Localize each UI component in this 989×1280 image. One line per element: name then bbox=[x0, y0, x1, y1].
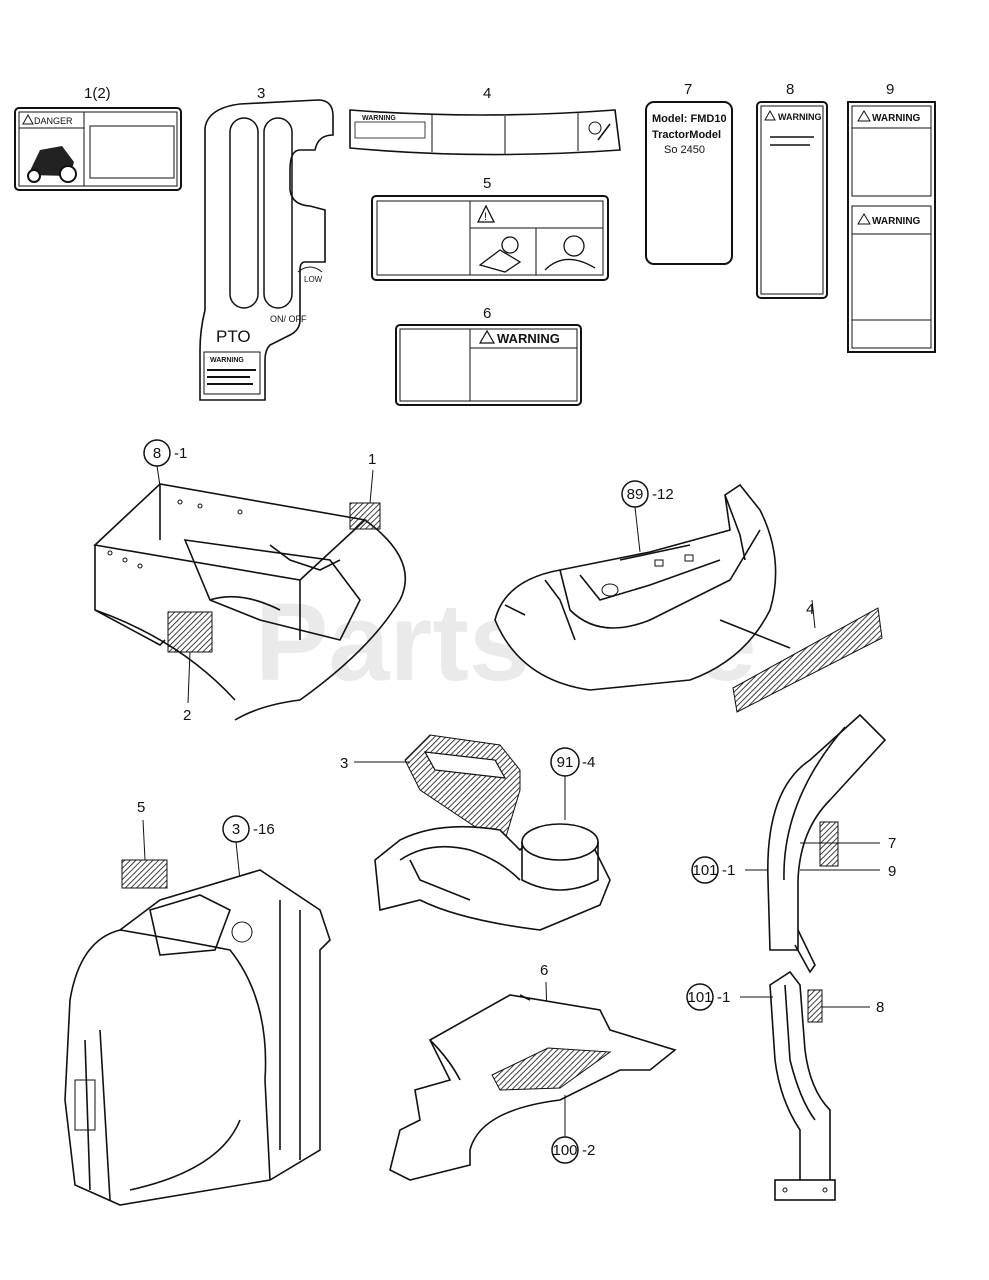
pto-onoff: ON/ OFF bbox=[270, 314, 307, 324]
ref-89: 89 bbox=[627, 486, 644, 503]
rops-decal-8 bbox=[807, 989, 823, 1023]
callout-3: 3 bbox=[257, 85, 265, 102]
pto-warning: WARNING bbox=[210, 357, 244, 364]
hood-assembly[interactable]: 89 -12 4 bbox=[494, 480, 883, 713]
ref-101a: 101 bbox=[692, 862, 717, 879]
ref-89-suffix: -12 bbox=[652, 486, 674, 503]
rops-label-9: 9 bbox=[888, 863, 896, 880]
ref-3-suffix: -16 bbox=[253, 821, 275, 838]
radiator-shroud-assembly[interactable]: 5 3 -16 bbox=[64, 799, 331, 1206]
ref-101b: 101 bbox=[687, 989, 712, 1006]
rops-lower-assembly[interactable]: 8 101 -1 bbox=[686, 970, 884, 1201]
warning-9a-text: WARNING bbox=[872, 113, 921, 124]
frame-label-2: 2 bbox=[183, 707, 191, 724]
pto-low: LOW bbox=[304, 275, 323, 284]
ref-91: 91 bbox=[557, 754, 574, 771]
frame-assembly[interactable]: 8 -1 1 2 bbox=[93, 439, 407, 724]
frame-decal-2 bbox=[167, 611, 213, 653]
decal-7-model-plate[interactable]: 7 Model: FMD10 TractorModel So 2450 bbox=[645, 81, 733, 265]
hood-decal-4 bbox=[732, 607, 883, 713]
warning-4-text: WARNING bbox=[362, 115, 396, 122]
ref-91-suffix: -4 bbox=[582, 754, 595, 771]
callout-5: 5 bbox=[483, 175, 491, 192]
pto-text: PTO bbox=[216, 327, 251, 346]
callout-9: 9 bbox=[886, 81, 894, 98]
callout-6: 6 bbox=[483, 305, 491, 322]
callout-8: 8 bbox=[786, 81, 794, 98]
hand-hazard-icon bbox=[478, 236, 522, 273]
floor-plate-assembly[interactable]: 6 100 -2 bbox=[389, 962, 677, 1181]
warning-6-text: WARNING bbox=[497, 331, 560, 346]
danger-title: DANGER bbox=[34, 116, 73, 126]
model-line-3: So 2450 bbox=[664, 144, 705, 156]
decal-8-warning[interactable]: 8 WARNING bbox=[756, 81, 828, 299]
cover-label-3: 3 bbox=[340, 755, 348, 772]
ref-100-suffix: -2 bbox=[582, 1142, 595, 1159]
ref-101b-suffix: -1 bbox=[717, 989, 730, 1006]
warning-8-text: WARNING bbox=[778, 112, 822, 122]
ref-101a-suffix: -1 bbox=[722, 862, 735, 879]
radiator-label-5: 5 bbox=[137, 799, 145, 816]
rops-label-7: 7 bbox=[888, 835, 896, 852]
ref-100: 100 bbox=[552, 1142, 577, 1159]
ref-8: 8 bbox=[153, 445, 161, 462]
rops-label-8: 8 bbox=[876, 999, 884, 1016]
model-line-1: Model: FMD10 bbox=[652, 113, 727, 125]
exclaim-icon: ! bbox=[484, 211, 487, 223]
decal-1-danger[interactable]: 1(2) DANGER bbox=[14, 85, 182, 191]
frame-label-1: 1 bbox=[368, 451, 376, 468]
hood-label-4: 4 bbox=[806, 601, 814, 618]
warning-9b-text: WARNING bbox=[872, 216, 921, 227]
callout-7: 7 bbox=[684, 81, 692, 98]
radiator-decal-5 bbox=[121, 859, 168, 889]
plate-label-6: 6 bbox=[540, 962, 548, 979]
decal-5-pictogram[interactable]: 5 ! bbox=[371, 175, 609, 281]
cover-decal-3 bbox=[404, 734, 521, 841]
decal-3-pto[interactable]: 3 PTO ON/ OFF LOW WARNING bbox=[199, 85, 334, 401]
tractor-rollover-icon bbox=[27, 146, 77, 183]
person-hazard-icon bbox=[544, 235, 596, 271]
decal-9-warning[interactable]: 9 WARNING WARNING bbox=[847, 81, 936, 353]
plate-decal-6 bbox=[491, 1047, 612, 1091]
decal-6-warning[interactable]: 6 WARNING bbox=[395, 305, 582, 406]
ref-8-suffix: -1 bbox=[174, 445, 187, 462]
rops-upper-assembly[interactable]: 7 9 101 -1 bbox=[691, 713, 896, 974]
callout-1-2: 1(2) bbox=[84, 85, 111, 102]
step-cover-assembly[interactable]: 3 91 -4 bbox=[340, 734, 611, 931]
model-line-2: TractorModel bbox=[652, 129, 721, 141]
rops-decal-7-9 bbox=[819, 821, 839, 867]
decal-4-warning-strip[interactable]: 4 WARNING bbox=[349, 85, 621, 156]
ref-3: 3 bbox=[232, 821, 240, 838]
callout-4: 4 bbox=[483, 85, 491, 102]
frame-decal-1 bbox=[349, 502, 381, 530]
